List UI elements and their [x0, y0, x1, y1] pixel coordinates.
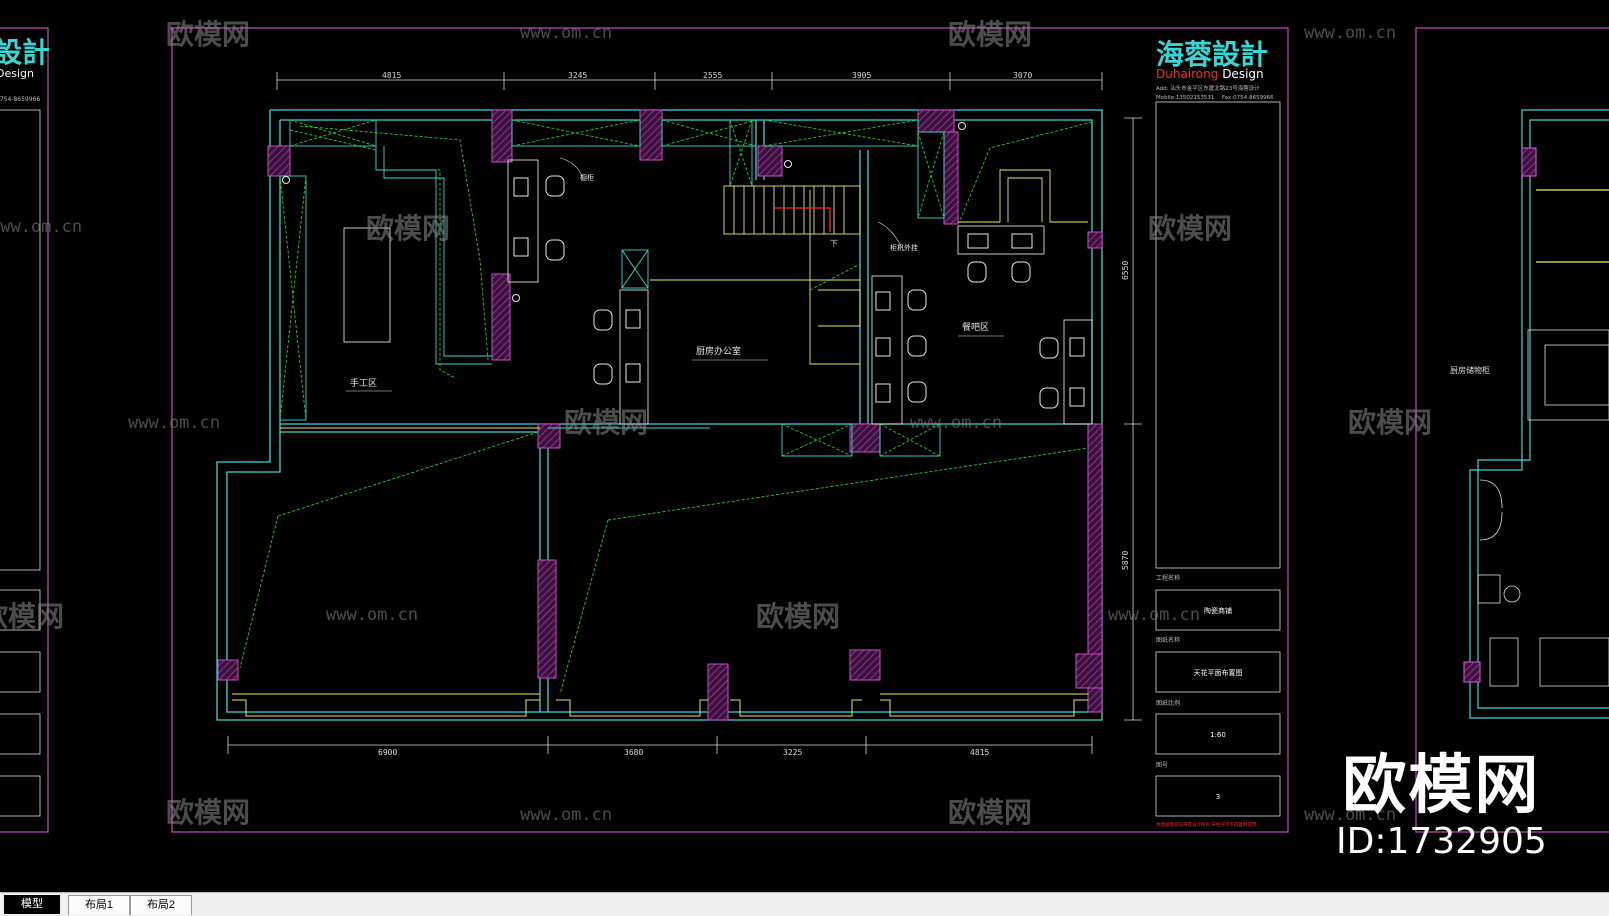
- tab-layout-1[interactable]: 布局1: [68, 895, 130, 915]
- tab-layout-2[interactable]: 布局2: [130, 895, 192, 915]
- dim-bottom-4: 4815: [970, 748, 989, 757]
- room-label-dining: 餐吧区: [962, 321, 989, 333]
- sheet-borders: [0, 27, 1609, 833]
- note-cabinet-a: 橱柜: [580, 173, 594, 182]
- dim-bottom-3: 3225: [783, 748, 802, 757]
- note-cabinet-b: 柜机外挂: [890, 243, 918, 252]
- label-drawing: 图纸名称: [1156, 636, 1180, 644]
- watermark-brand: 欧模网: [1348, 406, 1432, 439]
- watermark-brand: 欧模网: [948, 796, 1032, 829]
- dim-top-2: 3245: [568, 71, 587, 80]
- watermarks: 欧模网 欧模网 欧模网 欧模网 欧模网 欧模网 欧模网 欧模网 欧模网 欧模网 …: [0, 18, 1432, 829]
- watermark-site: www.om.cn: [1304, 805, 1396, 825]
- right-partial-sheet: 厨房储物柜: [1450, 109, 1609, 719]
- right-sheet-note: 厨房储物柜: [1450, 365, 1490, 375]
- watermark-brand-large: 欧模网: [1342, 749, 1541, 823]
- value-project: 陶瓷商铺: [1204, 606, 1232, 615]
- cad-drawing-canvas[interactable]: 設計 Design 0754-8659966 厨房储物柜: [0, 0, 1609, 892]
- watermark-site: www.om.cn: [1304, 23, 1396, 43]
- watermark-site: www.om.cn: [910, 413, 1002, 433]
- left-logo-cn: 設計: [0, 36, 50, 69]
- dimension-lines: [227, 72, 1142, 754]
- title-logo-en: Duhairong Design: [1156, 67, 1264, 81]
- watermark-brand: 欧模网: [756, 600, 840, 633]
- label-number: 图号: [1156, 762, 1168, 769]
- dim-top-1: 4815: [382, 71, 401, 80]
- stair-down-label: 下: [830, 239, 838, 248]
- value-number: 3: [1216, 793, 1220, 801]
- staircase: 下: [723, 185, 861, 248]
- watermark-site: www.om.cn: [1108, 605, 1200, 625]
- columns: [217, 109, 1103, 721]
- cabinet-boxes: [279, 119, 945, 457]
- watermark-brand: 欧模网: [564, 406, 648, 439]
- watermark-brand: 欧模网: [948, 18, 1032, 51]
- watermark-id-block: 欧模网 ID:1732905: [1336, 750, 1547, 862]
- chairs: [282, 122, 1085, 409]
- value-scale: 1:60: [1210, 731, 1226, 739]
- layout-tabs-bar: 模型 布局1 布局2: [0, 892, 1609, 916]
- watermark-site: www.om.cn: [520, 23, 612, 43]
- room-label-office: 厨房办公室: [696, 345, 741, 357]
- title-logo-cn: 海蓉設計: [1156, 38, 1268, 71]
- title-logo-en-white: Design: [1218, 67, 1263, 81]
- room-label-handcraft: 手工区: [350, 377, 377, 389]
- watermark-site: www.om.cn: [326, 605, 418, 625]
- dim-top-3: 2555: [703, 71, 722, 80]
- left-partial-sheet: 設計 Design 0754-8659966: [0, 36, 50, 817]
- dim-top-5: 3070: [1013, 71, 1032, 80]
- label-scale: 图纸比例: [1156, 699, 1180, 707]
- watermark-brand: 欧模网: [366, 212, 450, 245]
- walls: [216, 109, 1103, 721]
- watermark-brand: 欧模网: [0, 600, 64, 633]
- title-fax: Fax:0754-8659966: [1222, 95, 1274, 101]
- title-logo-en-red: Duhairong: [1156, 67, 1218, 81]
- dimension-texts: 4815 3245 2555 3905 3070 6900 3680 3225 …: [378, 71, 1130, 757]
- watermark-site: www.om.cn: [520, 805, 612, 825]
- dim-right-2: 5870: [1121, 551, 1130, 570]
- title-address: Add: 汕头市金平区东厦北路23号海蓉设计: [1156, 84, 1260, 92]
- watermark-brand: 欧模网: [1148, 212, 1232, 245]
- left-logo-en: Design: [0, 67, 34, 80]
- dim-bottom-2: 3680: [624, 748, 643, 757]
- dim-top-4: 3905: [852, 71, 871, 80]
- storefront-windows: [232, 693, 1088, 717]
- title-mobile: Mobile:13502153531: [1156, 95, 1214, 101]
- watermark-brand: 欧模网: [166, 796, 250, 829]
- watermark-brand: 欧模网: [166, 18, 250, 51]
- left-phone: 0754-8659966: [0, 96, 40, 103]
- title-footnote: 本图纸版权归海蓉设计所有 未经许可不得复制使用: [1156, 821, 1256, 828]
- dim-bottom-1: 6900: [378, 748, 397, 757]
- interior-fixtures: [280, 146, 1093, 429]
- title-block: 海蓉設計 Duhairong Design Add: 汕头市金平区东厦北路23号…: [1155, 38, 1281, 828]
- value-drawing: 天花平面布置图: [1194, 668, 1243, 677]
- label-project: 工程名称: [1156, 574, 1180, 582]
- watermark-site: www.om.cn: [0, 217, 82, 237]
- watermark-site: www.om.cn: [128, 413, 220, 433]
- tab-model[interactable]: 模型: [4, 895, 60, 914]
- room-labels: 手工区 厨房办公室 餐吧区 橱柜 柜机外挂: [346, 157, 1004, 392]
- watermark-id: ID:1732905: [1336, 821, 1547, 862]
- dim-right-1: 6550: [1121, 261, 1130, 280]
